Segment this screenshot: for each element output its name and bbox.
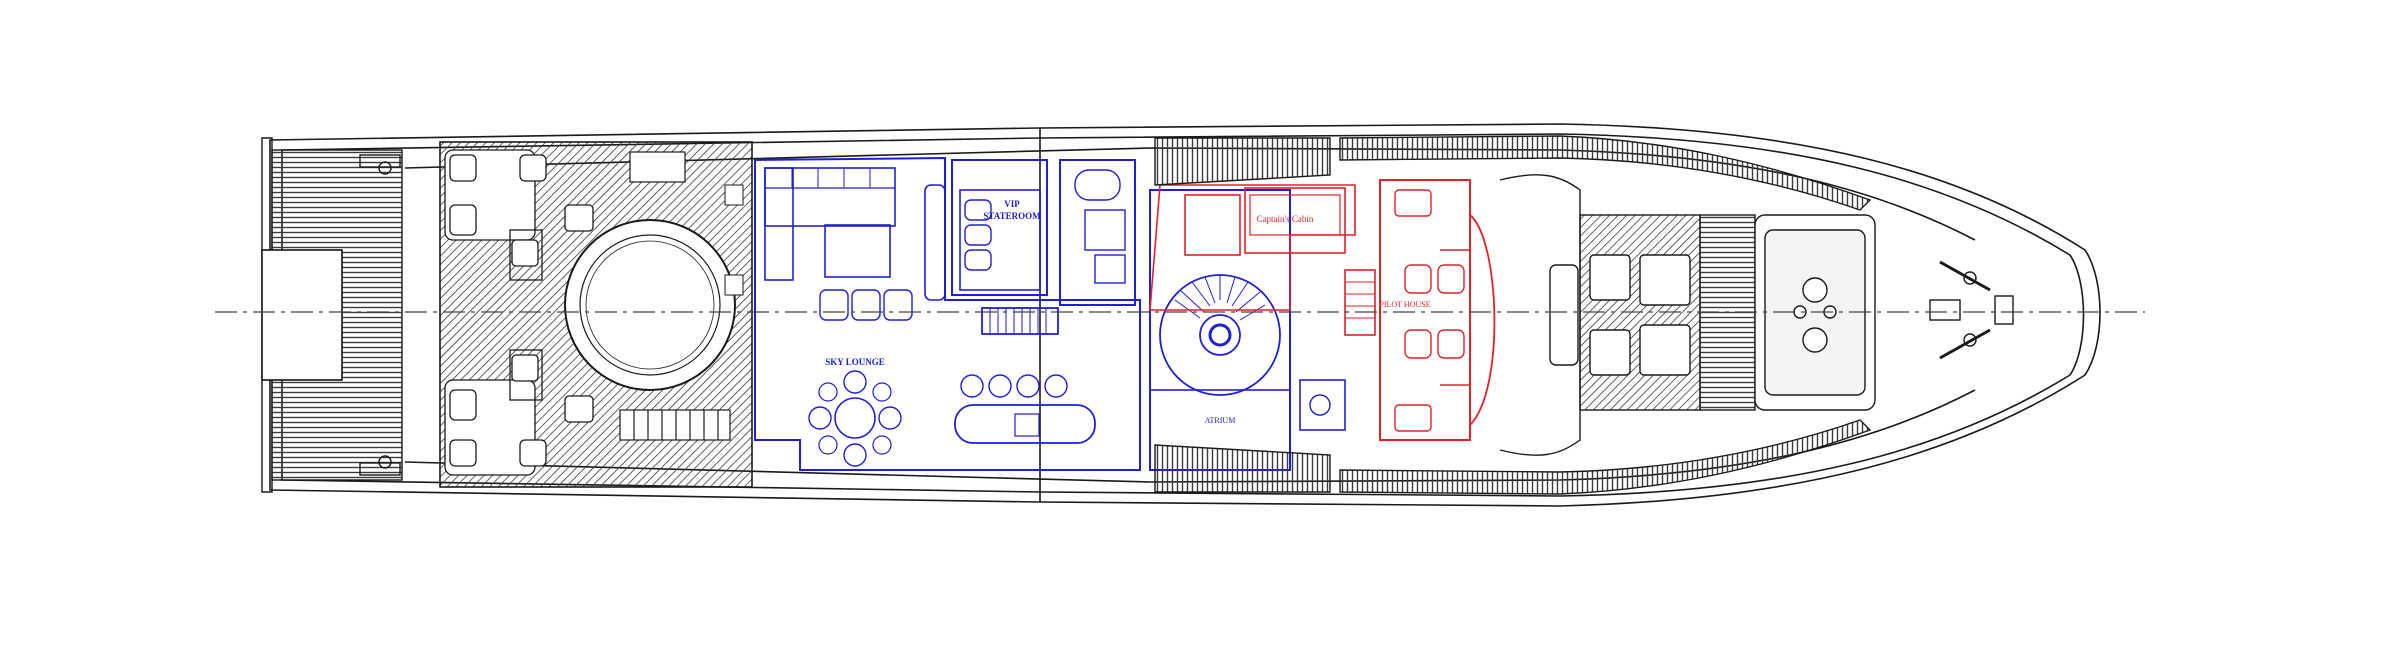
foredeck [1499, 174, 1876, 456]
crew-zone [1149, 179, 1496, 441]
aft-sofa-port [444, 149, 547, 241]
stern-platform [261, 137, 403, 493]
aft-sofa-starboard [444, 379, 547, 476]
guest-zone [754, 156, 1346, 471]
dining-table [834, 397, 876, 439]
sky-lounge-label: SKY LOUNGE [825, 357, 884, 367]
captains-cabin-label: Captain's Cabin [1257, 214, 1314, 224]
aft-stairs [619, 151, 731, 441]
atrium-label: ATRIUM [1205, 416, 1236, 425]
room-labels: VIP STATEROOM SKY LOUNGE ATRIUM Captain'… [825, 199, 1430, 425]
side-decks [1154, 135, 1872, 495]
vip-stateroom-label-line1: VIP [1004, 199, 1020, 209]
bow-windlass [1929, 260, 2014, 360]
aft-deck [439, 141, 753, 488]
bar-counter [954, 404, 1096, 444]
vip-stateroom-label-line2: STATEROOM [983, 211, 1041, 221]
pilot-house-label: PILOT HOUSE [1379, 300, 1430, 309]
